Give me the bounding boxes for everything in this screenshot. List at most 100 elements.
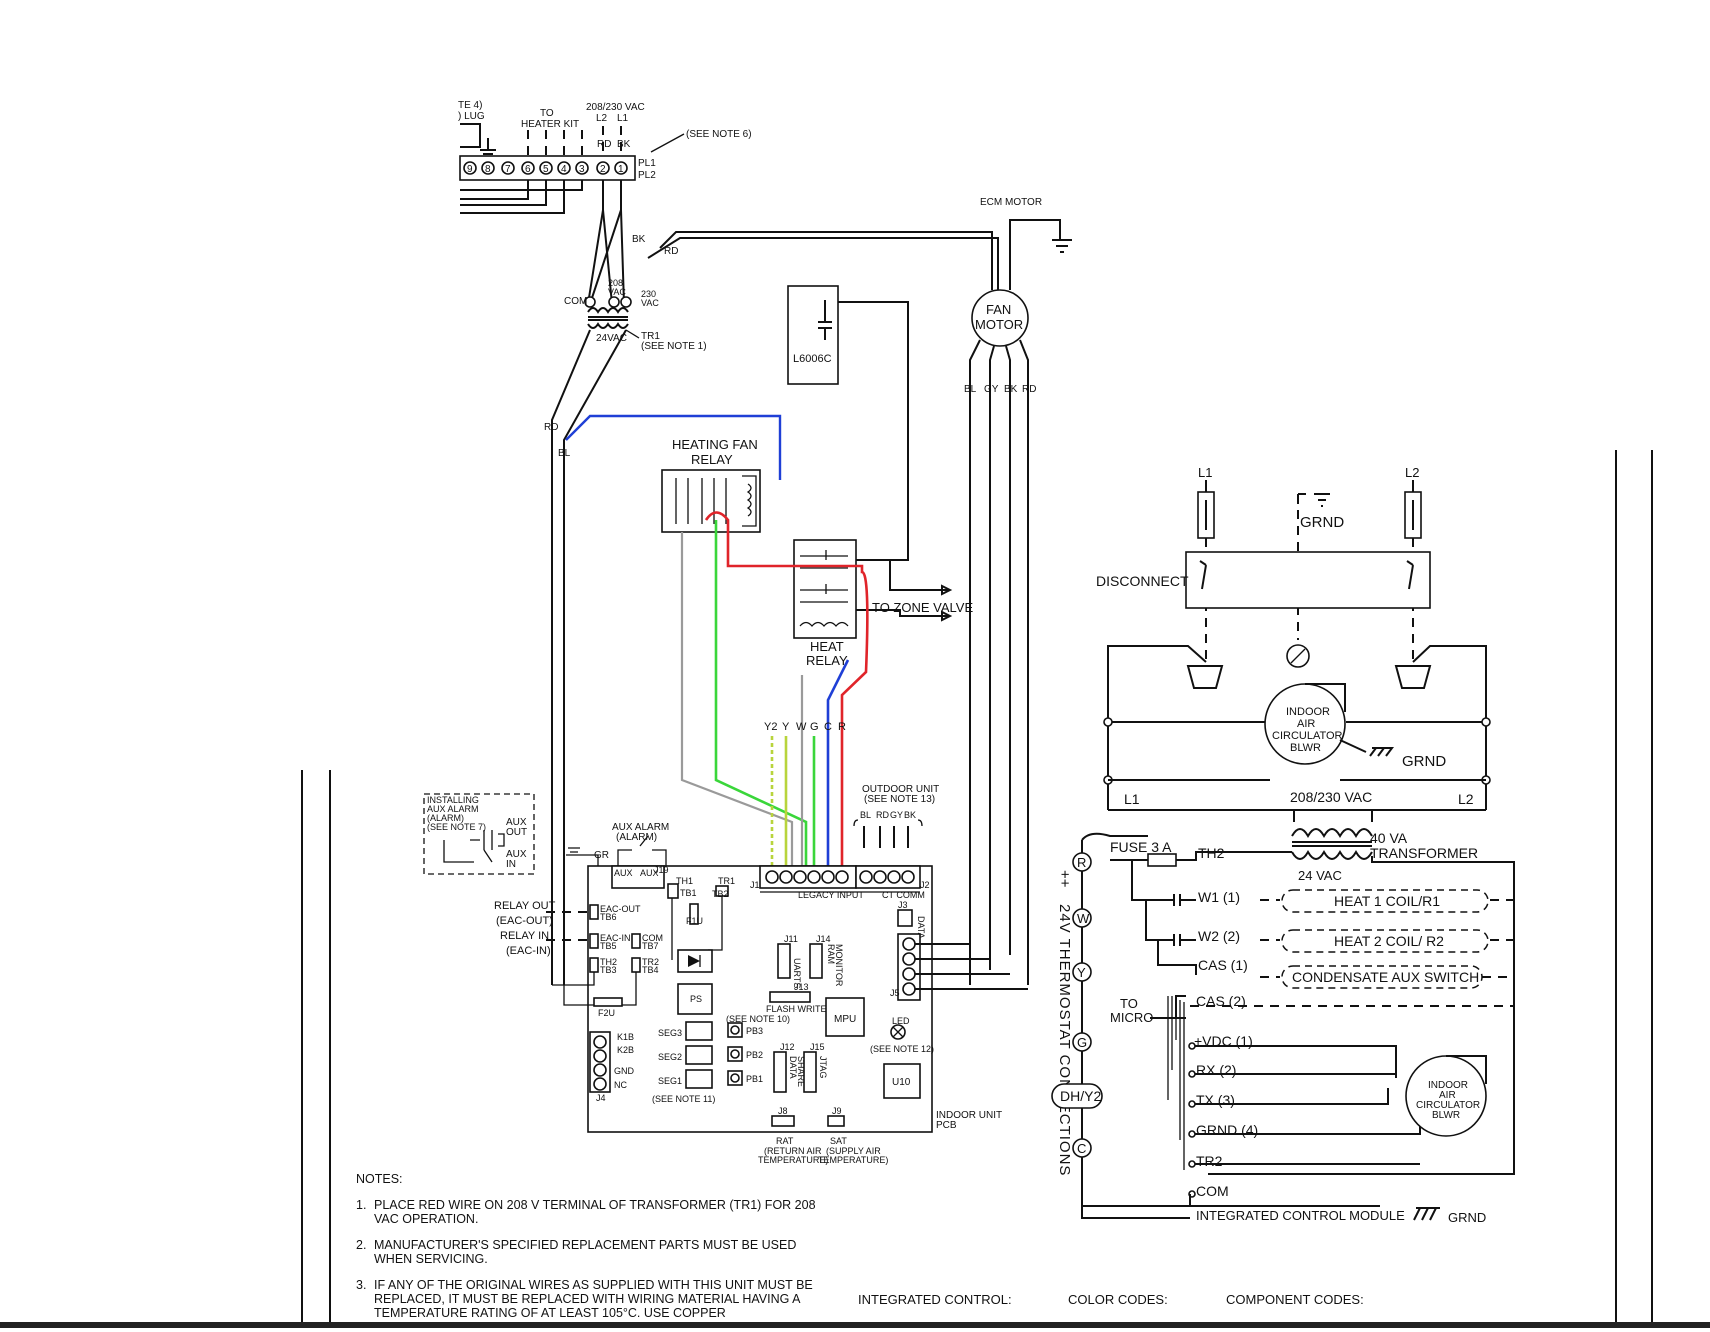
aux-out-pin: AUX [640,868,659,878]
tb4-sub: TB4 [642,965,659,975]
green-wire [714,520,808,868]
j14-label: J14 [816,934,831,944]
bottom-scroll-edge [0,1322,1710,1328]
j2-pin [859,870,873,884]
aux-box-line4: (SEE NOTE 7) [427,822,486,832]
tb6-sub: TB6 [600,912,617,922]
bl-secondary-label: BL [558,448,571,459]
aux-out-label: AUX [506,817,527,828]
pcb-label-2: PCB [936,1120,957,1131]
plug-pin [575,161,589,175]
seg2-display [685,1045,713,1065]
seg2-label: SEG2 [658,1052,682,1062]
cas1-label: CAS (1) [1198,957,1248,973]
icm-label: INTEGRATED CONTROL MODULE [1196,1208,1405,1223]
j1-pin [807,870,821,884]
heating-fan-relay-line1: HEATING FAN [672,437,758,452]
outdoor-lead-label: BL [860,810,871,820]
j8-label: J8 [778,1106,788,1116]
rat-label: RAT [776,1136,794,1146]
ladder-24vac: 24 VAC [1298,868,1342,883]
blue-wire-upper [565,414,782,480]
thermostat-terminal-y: Y [782,721,790,733]
to-heater-kit-line1: TO [540,108,554,119]
k1b-label: K1B [617,1032,634,1042]
com-tap-label: COM [564,296,587,307]
tb4-label: TR2 [642,957,659,967]
to-heater-kit-line2: HEATER KIT [521,119,579,130]
thermostat-marks: ++ [1056,870,1073,888]
j1-pin [779,870,793,884]
j1-pin [821,870,835,884]
grnd4-label: GRND (4) [1196,1122,1258,1138]
outdoor-unit-note: (SEE NOTE 13) [864,794,935,805]
led-label: LED [892,1016,910,1026]
plug-pin-label: 4 [561,164,567,175]
pb1-label: PB1 [746,1074,763,1084]
heat2-label: HEAT 2 COIL/ R2 [1334,933,1444,949]
blower-line2: AIR [1297,718,1315,730]
tx-label: TX (3) [1196,1092,1235,1108]
motor-lead-label: RD [1022,384,1036,395]
plug-pin [596,161,610,175]
plug-pin-label: 2 [600,164,606,175]
vdc-label: +VDC (1) [1194,1033,1253,1049]
j11-label: J11 [784,934,798,944]
tb2-label: TB2 [712,889,729,899]
motor-lead-label: GY [984,384,999,395]
thermostat-terminal-g: G [810,721,819,733]
heat-relay-line1: HEAT [810,639,844,654]
thermostat-terminal-w: W [796,721,807,733]
ladder-l1-top: L1 [1198,465,1212,480]
ladder-grnd-top: GRND [1300,514,1344,531]
tb1-label: TB1 [680,888,697,898]
bk-label: BK [617,139,631,150]
nc-label: NC [614,1080,627,1090]
f2u-label: F2U [598,1008,615,1018]
notes-section: NOTES: 1.PLACE RED WIRE ON 208 V TERMINA… [356,1172,836,1332]
see-note-10: (SEE NOTE 10) [726,1014,790,1024]
terminal-label: R [1077,855,1086,870]
j1-pin [765,870,779,884]
blower-line3: CIRCULATOR [1272,730,1343,742]
tap-208-label: 208 [608,278,623,288]
note-number: 3. [356,1278,367,1292]
plug-pin [557,161,571,175]
tb5-label: EAC-IN [600,933,631,943]
note-text: IF ANY OF THE ORIGINAL WIRES AS SUPPLIED… [374,1278,813,1320]
l6006c-label: L6006C [793,353,832,365]
to-zone-valve-label: TO ZONE VALVE [872,600,973,615]
rd-lead-label: RD [664,246,678,257]
transformer-tr1: BK RD COM 208 VAC 230 VAC 24VAC TR1 (SEE… [544,180,707,985]
seg1-display [685,1069,713,1089]
terminal-y [1072,962,1092,982]
plug-pin-label: 6 [525,164,531,175]
transformer-label: TRANSFORMER [1370,845,1478,861]
j2-label: J2 [920,880,930,890]
blower-grnd: GRND [1402,753,1446,770]
plug-pin [521,161,535,175]
ladder-l2-top: L2 [1405,465,1419,480]
plug-pin [463,161,477,175]
gnd-label: GND [614,1066,635,1076]
see-note-11: (SEE NOTE 11) [652,1094,715,1104]
terminal-r [1072,852,1092,872]
j15-label: J15 [810,1042,825,1052]
terminal-c [1072,1138,1092,1158]
w2-label: W2 (2) [1198,928,1240,944]
j19-label: J19 [654,865,669,875]
tb7-label: COM [642,933,663,943]
flash-writer-label: FLASH WRITER [766,1004,834,1014]
gray-wire [680,532,794,868]
data-share-label: DATA [788,1056,798,1079]
grnd-bottom: GRND [1448,1210,1486,1225]
relay-out-label: RELAY OUT [494,900,556,912]
pl1-label: PL1 [638,158,656,169]
see-note-6: (SEE NOTE 6) [686,129,752,140]
aux-alarm-label: AUX ALARM [612,822,669,833]
plug-pin [614,161,628,175]
note-item: 1.PLACE RED WIRE ON 208 V TERMINAL OF TR… [356,1198,836,1226]
